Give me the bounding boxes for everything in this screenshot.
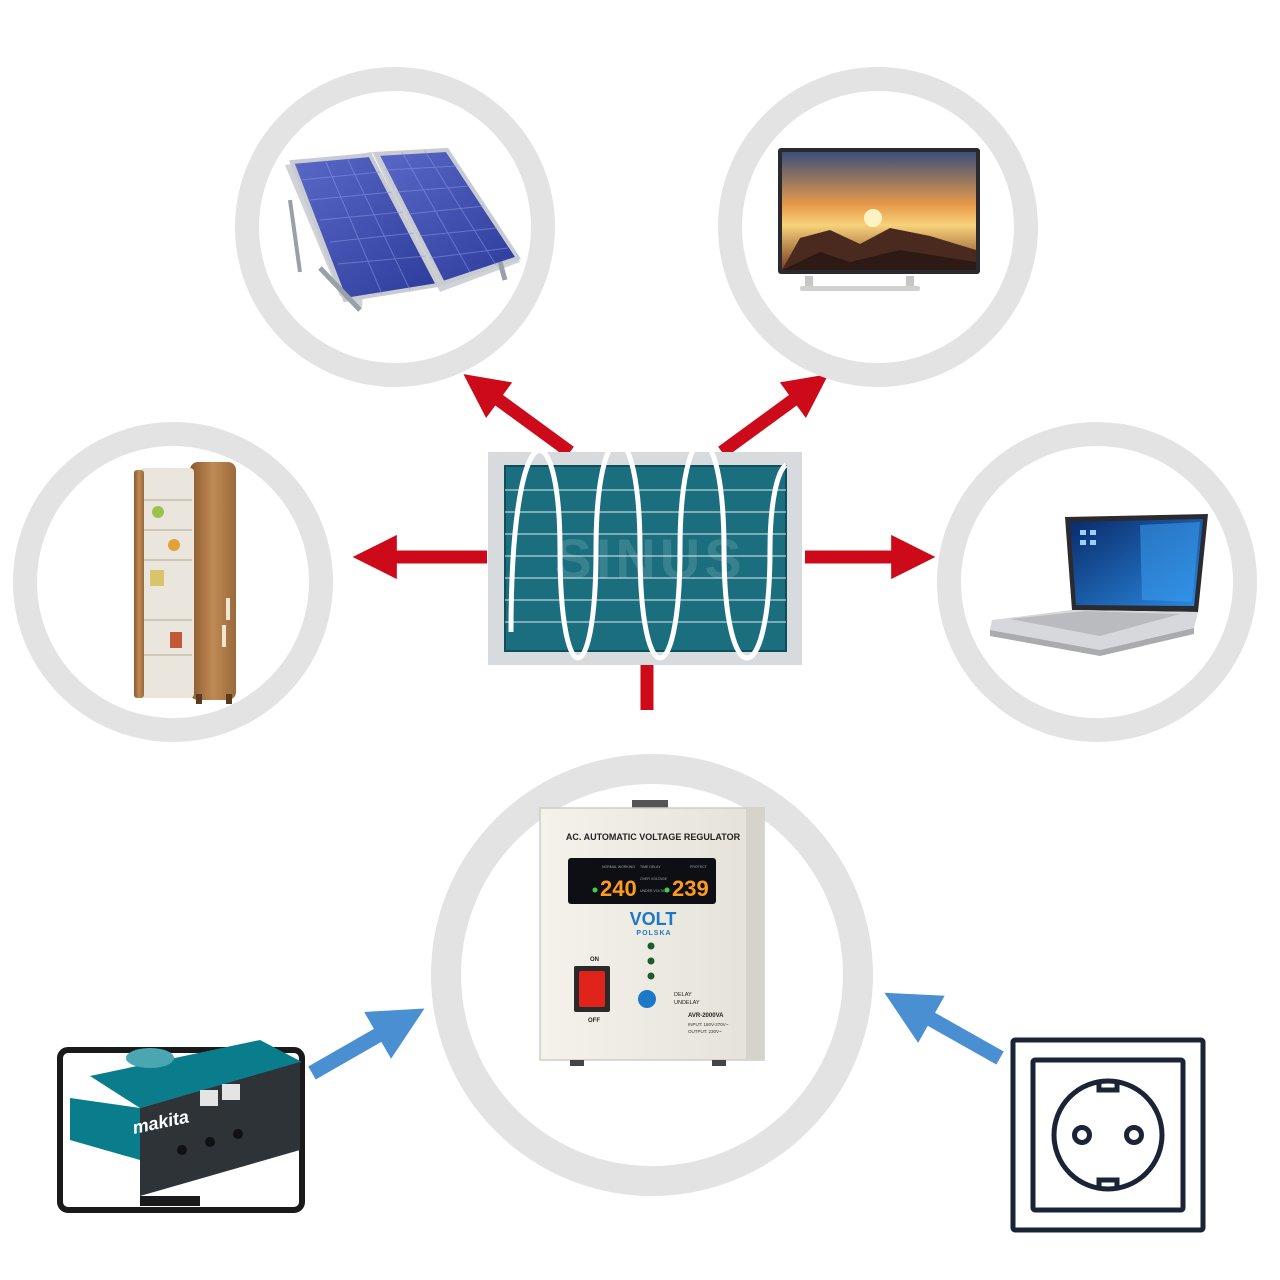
indicator-protect-label: PROTECT — [690, 865, 708, 869]
voltage-regulator: AC. AUTOMATIC VOLTAGE REGULATOR NORMAL W… — [539, 800, 765, 1066]
status-led-1 — [647, 942, 655, 950]
output-arrows — [352, 374, 936, 710]
tv-image — [778, 148, 980, 291]
indicator-under-label: UNDER VOLTAGE — [640, 889, 670, 893]
regulator-display-panel — [568, 858, 716, 904]
status-led-2 — [647, 957, 655, 965]
wall-socket-icon — [1010, 1037, 1206, 1233]
indicator-over-label: OVER VOLTAGE — [640, 877, 668, 881]
arrow-to-solar-panel — [463, 374, 574, 458]
switch-on-label: ON — [590, 957, 599, 963]
arrow-from-wall-socket — [884, 992, 1004, 1065]
status-led-3 — [647, 972, 655, 980]
scope-watermark: SINUS — [554, 527, 745, 590]
brand-subtitle: POLSKA — [636, 930, 671, 937]
input-voltage-readout: 240 — [600, 876, 637, 901]
sine-wave — [508, 439, 788, 661]
model-label: AVR-2000VA — [688, 1013, 724, 1019]
fridge-image — [134, 462, 236, 704]
input-arrows — [308, 992, 1004, 1080]
switch-off-label: OFF — [588, 1018, 600, 1024]
input-spec-label: INPUT: 160V-270V~ — [688, 1022, 729, 1027]
sine-wave-display: SINUS — [488, 439, 802, 665]
arrow-to-tv — [718, 374, 829, 458]
brand-logo: VOLT — [630, 909, 677, 929]
undelay-label: UNDELAY — [674, 1000, 700, 1006]
delay-label: DELAY — [674, 992, 692, 998]
solar-panel-image — [285, 147, 522, 312]
arrow-from-generator — [308, 1008, 425, 1080]
scope-gridlines — [505, 489, 786, 623]
indicator-normal-label: NORMAL WORKING — [602, 865, 635, 869]
laptop-image — [990, 514, 1208, 656]
output-spec-label: OUTPUT: 230V~ — [688, 1029, 722, 1034]
output-voltage-readout: 239 — [672, 876, 709, 901]
indicator-delay-label: TIME DELAY — [640, 865, 661, 869]
regulator-title: AC. AUTOMATIC VOLTAGE REGULATOR — [566, 832, 741, 842]
delay-button[interactable] — [638, 990, 656, 1008]
generator-image: makita — [57, 1040, 305, 1213]
